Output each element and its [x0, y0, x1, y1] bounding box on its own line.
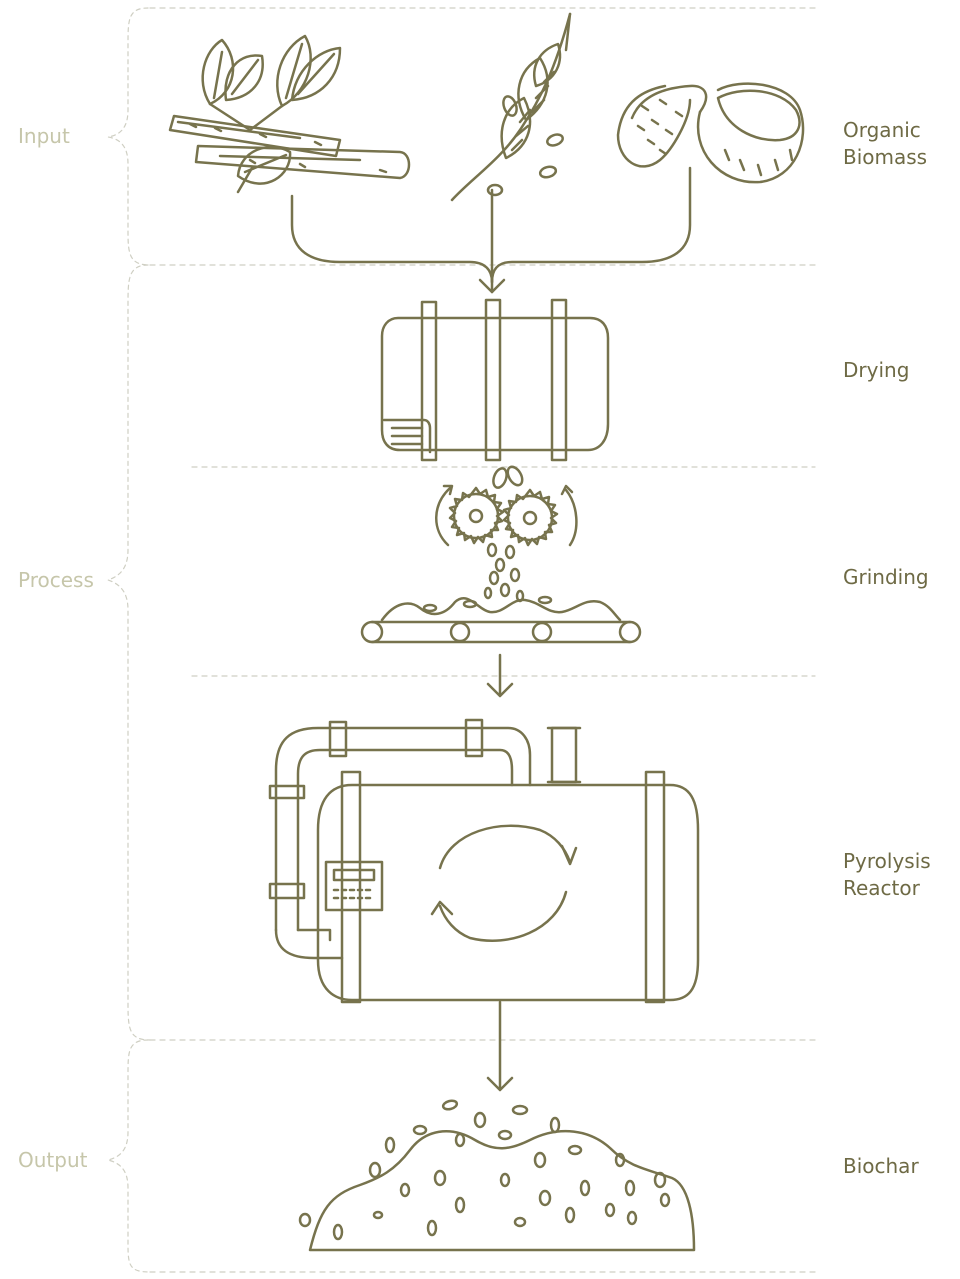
step-label-biochar: Biochar — [843, 1154, 919, 1178]
step-label-drying: Drying — [843, 358, 910, 382]
brace-output — [107, 1039, 151, 1273]
wheat-ear-icon — [450, 12, 572, 202]
stage-separators — [149, 7, 816, 1273]
phase-label-input: Input — [18, 124, 70, 148]
phase-label-output: Output — [18, 1148, 88, 1172]
twig-with-leaves-icon — [168, 34, 411, 194]
pyrolysis-reactor-icon — [268, 718, 700, 1092]
gear-grinder-conveyor-icon — [360, 465, 642, 698]
brace-process — [107, 264, 151, 1041]
step-label-pyrolysis-reactor: Pyrolysis Reactor — [843, 849, 931, 900]
phase-label-process: Process — [18, 568, 94, 592]
step-label-organic-biomass: Organic Biomass — [843, 118, 928, 169]
coconut-icon — [616, 82, 805, 184]
brace-input — [107, 7, 151, 266]
phase-braces — [107, 7, 151, 1273]
biomass-flow-arrows — [290, 166, 692, 294]
drying-drum-icon — [380, 298, 610, 462]
step-label-grinding: Grinding — [843, 565, 929, 589]
biochar-pile-icon — [298, 1099, 696, 1252]
